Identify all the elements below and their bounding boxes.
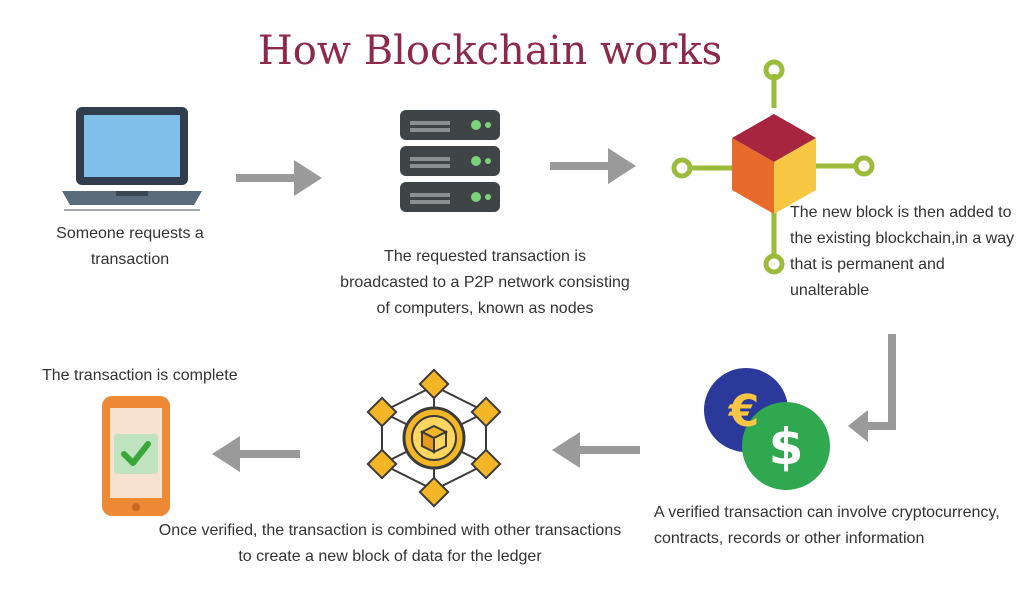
server-stack-icon [394, 108, 506, 220]
euro-symbol: € [728, 386, 760, 437]
flow-arrow-right-2 [550, 146, 640, 186]
laptop-icon [62, 105, 202, 217]
flow-arrow-down-left [846, 334, 906, 450]
step-broadcast-text: The requested transaction is broadcasted… [340, 248, 630, 317]
step-complete-text: The transaction is complete [42, 367, 238, 384]
currency-coins-icon: € $ [702, 366, 832, 492]
step-request-text: Someone requests a transaction [56, 225, 204, 268]
flow-arrow-left-2 [208, 434, 300, 474]
page-title: How Blockchain works [257, 28, 723, 74]
flow-arrow-left-1 [548, 430, 640, 470]
block-network-icon [362, 368, 506, 508]
step-combined-text: Once verified, the transaction is combin… [158, 522, 622, 565]
smartphone-check-icon [100, 394, 172, 518]
step-new-block-text: The new block is then added to the exist… [790, 204, 1015, 299]
cube-block-icon [668, 58, 888, 278]
flow-arrow-right-1 [236, 158, 326, 198]
dollar-symbol: $ [769, 418, 804, 476]
step-verified-text: A verified transaction can involve crypt… [654, 504, 1000, 547]
